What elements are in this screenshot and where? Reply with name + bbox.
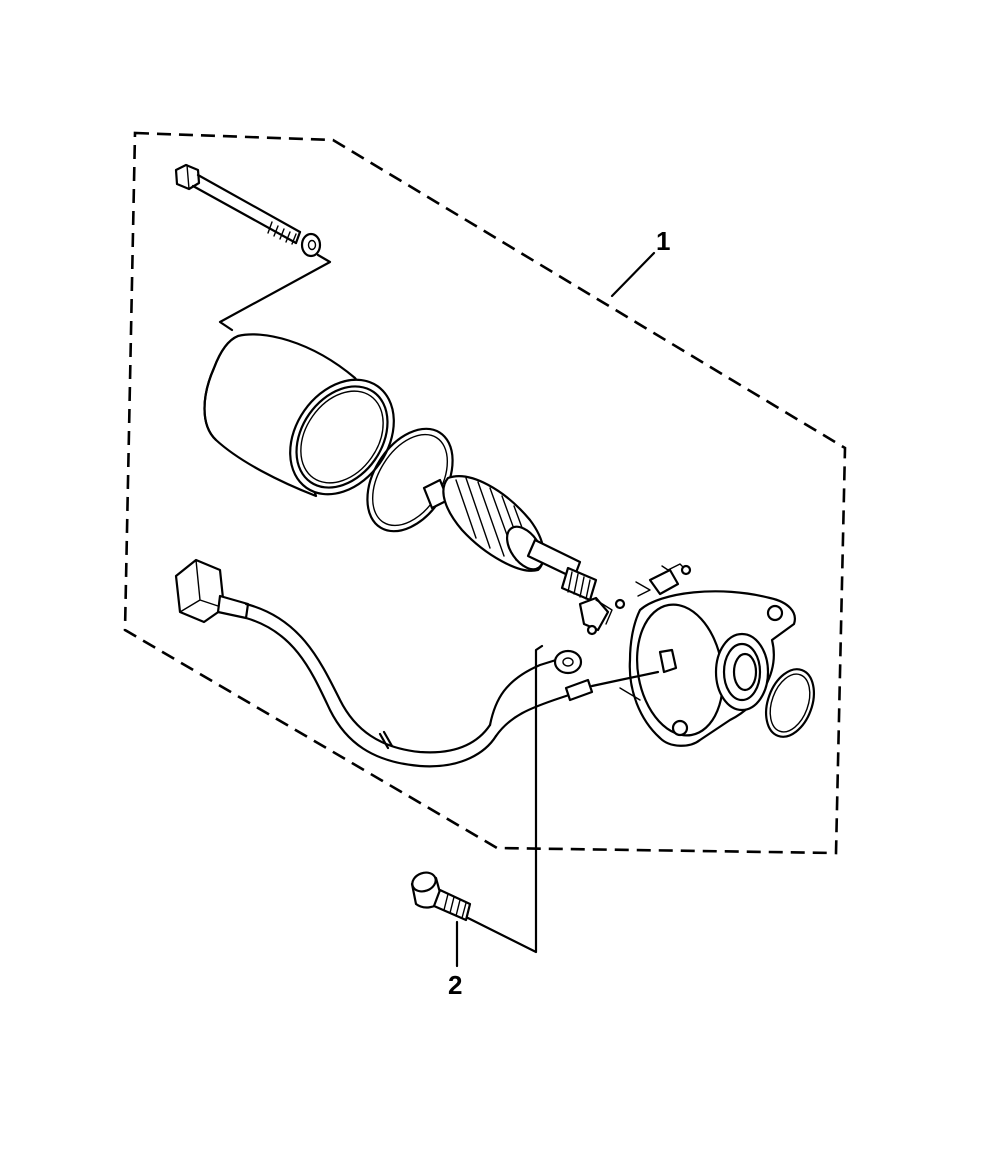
brush-holder-lower [578,596,626,636]
armature [422,475,598,602]
front-cover [628,590,796,747]
callout-1-leader [610,251,656,298]
screw-leader [466,644,544,954]
assembly-boundary [123,131,847,855]
wire-harness [174,558,660,768]
bolt-washer [300,232,322,258]
motor-housing [203,333,395,498]
callout-1: 1 [656,226,670,256]
bolt-leader [218,253,332,332]
mounting-screw [410,871,472,922]
brush-holder-upper [635,563,692,597]
o-ring-small [765,668,815,738]
through-bolt [174,163,302,245]
callout-2: 2 [448,970,462,1000]
